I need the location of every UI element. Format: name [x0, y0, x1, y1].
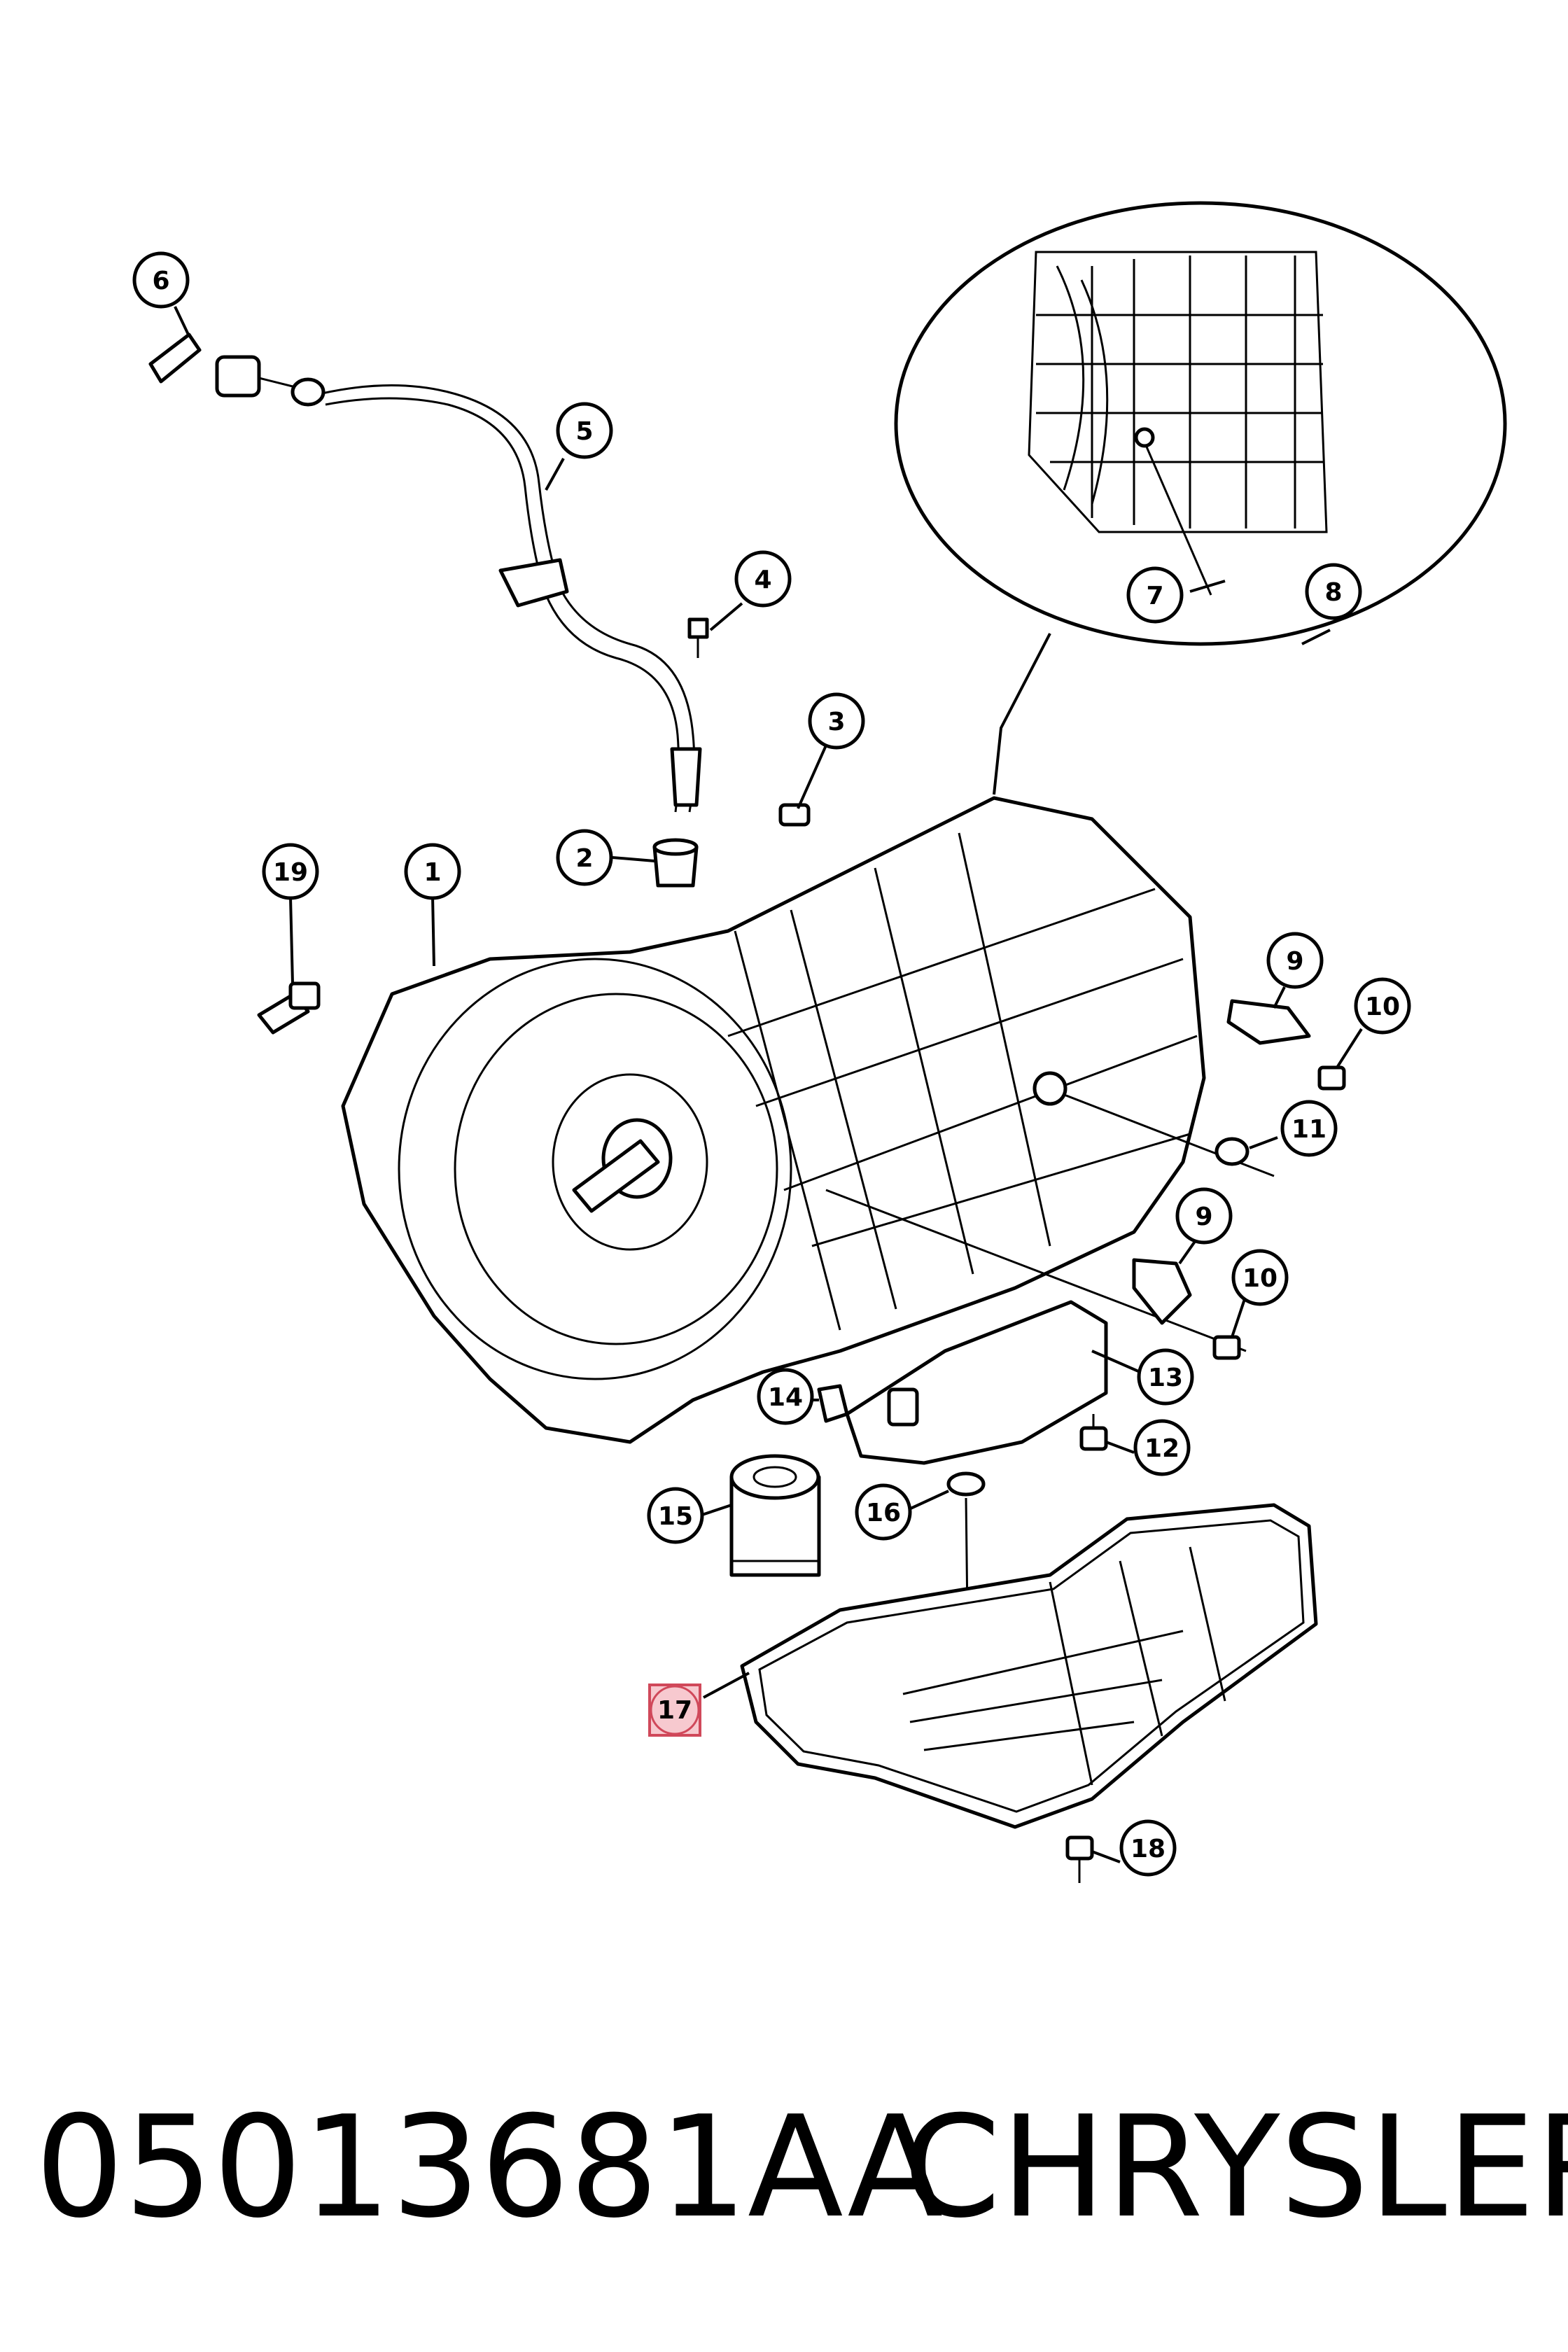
- svg-text:18: 18: [1130, 1835, 1166, 1863]
- bolt-18: [1065, 1835, 1094, 1883]
- svg-text:11: 11: [1292, 1115, 1326, 1144]
- callout-16[interactable]: 16: [855, 1483, 912, 1541]
- callout-10-lower[interactable]: 10: [1231, 1249, 1289, 1306]
- svg-text:15: 15: [658, 1502, 693, 1531]
- callout-5[interactable]: 5: [556, 402, 613, 459]
- callout-17-highlighted[interactable]: 17: [648, 1684, 701, 1737]
- bolt-12: [1079, 1414, 1108, 1451]
- callout-13[interactable]: 13: [1137, 1348, 1194, 1406]
- svg-text:9: 9: [1286, 947, 1303, 976]
- oil-pan-17: [740, 1503, 1318, 1829]
- svg-text:4: 4: [754, 566, 771, 594]
- callout-7[interactable]: 7: [1126, 566, 1184, 624]
- svg-text:10: 10: [1365, 993, 1400, 1021]
- callout-4[interactable]: 4: [734, 550, 792, 608]
- callout-18[interactable]: 18: [1119, 1819, 1177, 1877]
- svg-text:16: 16: [866, 1499, 901, 1527]
- bolt-10-lower: [1212, 1335, 1241, 1360]
- svg-text:1: 1: [424, 858, 441, 887]
- callout-19[interactable]: 19: [262, 843, 319, 900]
- svg-text:7: 7: [1146, 582, 1163, 610]
- svg-text:14: 14: [768, 1383, 803, 1412]
- callout-8[interactable]: 8: [1305, 563, 1362, 620]
- brand-label: CHRYSLER: [903, 2086, 1568, 2249]
- callout-6[interactable]: 6: [132, 251, 190, 309]
- filter-stub: [887, 1387, 919, 1427]
- svg-text:6: 6: [152, 267, 169, 295]
- washer-11: [1214, 1137, 1250, 1166]
- sensor-9-upper: [1226, 999, 1311, 1045]
- bolt-4: [687, 617, 709, 658]
- callout-3[interactable]: 3: [808, 692, 865, 750]
- callout-9-lower[interactable]: 9: [1175, 1187, 1233, 1245]
- svg-text:10: 10: [1242, 1264, 1278, 1293]
- svg-text:3: 3: [827, 708, 845, 736]
- bolt-10-upper: [1317, 1065, 1346, 1091]
- fitting-2: [652, 838, 699, 888]
- svg-text:8: 8: [1324, 578, 1342, 607]
- callout-12[interactable]: 12: [1133, 1419, 1191, 1476]
- svg-text:19: 19: [273, 858, 308, 887]
- plug-14: [817, 1384, 849, 1423]
- detail-inset: [894, 201, 1507, 646]
- inset-leader: [993, 633, 1051, 795]
- svg-text:2: 2: [575, 844, 593, 873]
- callout-1[interactable]: 1: [404, 843, 461, 900]
- svg-text:13: 13: [1148, 1364, 1183, 1392]
- callout-14[interactable]: 14: [757, 1368, 814, 1425]
- transmission-housing: [341, 796, 1275, 1444]
- svg-text:17: 17: [657, 1696, 692, 1725]
- callout-2[interactable]: 2: [556, 829, 613, 886]
- dipstick-tube: [148, 332, 702, 813]
- svg-text:12: 12: [1144, 1434, 1180, 1463]
- svg-text:9: 9: [1195, 1203, 1212, 1231]
- callout-11[interactable]: 11: [1280, 1100, 1338, 1157]
- callout-10-upper[interactable]: 10: [1354, 977, 1411, 1035]
- vent-3: [778, 803, 811, 827]
- oil-filter-15: [729, 1454, 821, 1577]
- bolt-19: [257, 981, 321, 1035]
- sensor-9-lower: [1132, 1258, 1192, 1325]
- svg-text:5: 5: [575, 417, 593, 446]
- callout-9-upper[interactable]: 9: [1266, 932, 1324, 989]
- part-number-label: 05013681AA: [35, 2086, 943, 2249]
- callout-15[interactable]: 15: [647, 1487, 704, 1544]
